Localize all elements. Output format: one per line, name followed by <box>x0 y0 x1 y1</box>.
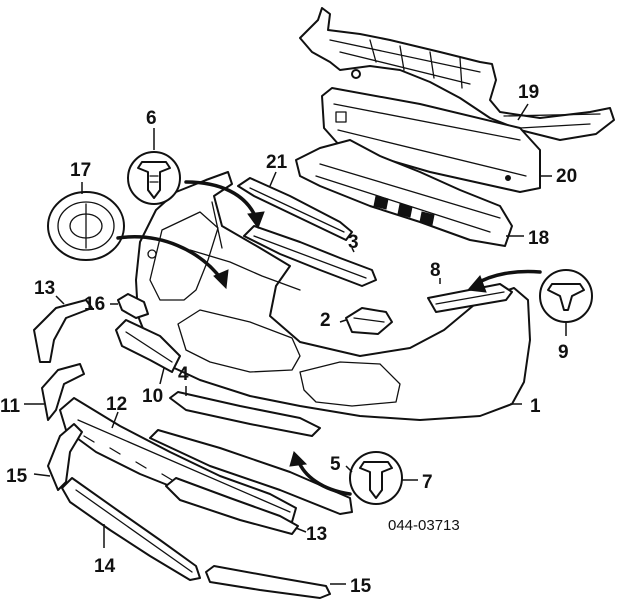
part-20-absorber <box>321 87 541 193</box>
part-17-emblem <box>47 191 125 261</box>
callout-21: 21 <box>266 152 288 173</box>
part-6-clip <box>127 151 181 205</box>
part-13-liner-upper <box>33 299 93 363</box>
callout-6: 6 <box>146 108 157 129</box>
part-18-lower-absorber <box>295 139 513 247</box>
callout-15-left: 15 <box>6 466 28 487</box>
callout-labels: 1 2 3 4 5 6 7 8 9 10 11 12 13 13 14 15 1… <box>0 82 577 597</box>
part-11-corner-seal <box>41 363 85 421</box>
part-15-strip-right <box>205 565 331 599</box>
assembly-arrows <box>116 180 542 496</box>
callout-2: 2 <box>320 310 331 331</box>
callout-11: 11 <box>0 396 21 417</box>
callout-7: 7 <box>422 472 433 493</box>
part-3-upper-molding <box>243 225 377 287</box>
part-7-clip <box>349 451 403 505</box>
callout-14: 14 <box>94 556 116 577</box>
callout-9: 9 <box>558 342 569 363</box>
part-5-center-strip <box>149 429 353 515</box>
callout-13-lower: 13 <box>306 524 327 545</box>
part-16-bracket <box>117 293 149 319</box>
part-14-lower-lip <box>61 477 201 581</box>
callout-16: 16 <box>84 294 105 315</box>
callout-10: 10 <box>142 386 163 407</box>
part-12-lower-grille <box>59 397 297 523</box>
part-8-side-retainer <box>427 283 513 313</box>
leader-lines <box>24 103 567 585</box>
arrow-clip-6 <box>184 180 258 220</box>
callout-17: 17 <box>70 160 91 181</box>
part-10-bracket <box>115 319 181 373</box>
callout-4: 4 <box>178 364 189 385</box>
callout-3: 3 <box>348 232 359 253</box>
callout-15-lower: 15 <box>350 576 372 597</box>
callout-1: 1 <box>530 396 541 417</box>
part-21-upper-retainer <box>237 177 353 241</box>
arrow-emblem <box>116 235 224 282</box>
callout-8: 8 <box>430 260 441 281</box>
callout-19: 19 <box>518 82 539 103</box>
part-15-spoiler-left <box>47 423 83 491</box>
arrow-clip-9 <box>474 269 542 286</box>
callout-20: 20 <box>556 166 577 187</box>
callout-5: 5 <box>330 454 341 475</box>
reference-code: 044-03713 <box>388 517 460 534</box>
callout-18: 18 <box>528 228 549 249</box>
callout-12: 12 <box>106 394 127 415</box>
part-9-clip <box>539 269 593 323</box>
part-13-molding-lower <box>165 477 299 535</box>
part-4-retainer <box>169 391 321 437</box>
part-2-bracket <box>345 307 393 335</box>
callout-13-upper: 13 <box>34 278 55 299</box>
